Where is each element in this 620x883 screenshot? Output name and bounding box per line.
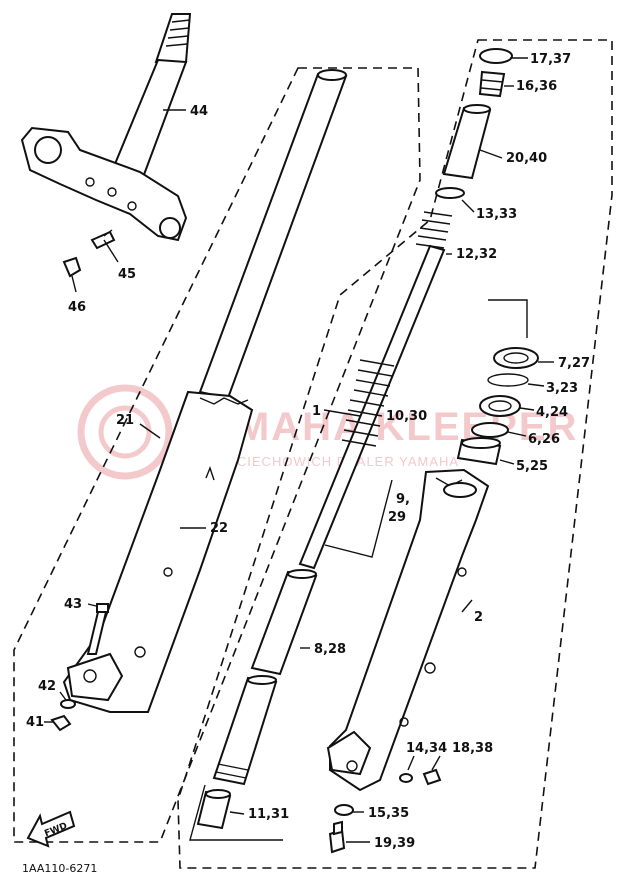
label-19-39: 19,39 [374, 836, 415, 851]
part-12-32-fork-spring [415, 211, 453, 249]
watermark-logo-ring [77, 384, 173, 480]
label-12-32: 12,32 [456, 247, 497, 262]
part-8-28-inner-tube-lower [250, 569, 318, 676]
watermark-subline: WOJCIECHOWICH DEALER YAMAHA [205, 454, 459, 469]
part-1-damper-rod [298, 244, 446, 570]
label-18-38: 18,38 [452, 741, 493, 756]
part-11-31-damper-tube [212, 675, 278, 786]
right-fork-group-boundary [177, 39, 613, 869]
part-4-24-oil-seal [479, 395, 521, 417]
label-8-28: 8,28 [314, 642, 346, 657]
leader-lines [44, 57, 554, 843]
drawing-number: 1AA110-6271 [22, 862, 97, 875]
part-46-cap [62, 256, 82, 278]
part-21-inner-tube [198, 69, 348, 400]
label-20-40: 20,40 [506, 151, 547, 166]
part-2-outer-tube [326, 468, 490, 792]
outer-tube-bracket [488, 299, 528, 338]
label-1: 1 [312, 404, 321, 419]
label-14-34: 14,34 [406, 741, 447, 756]
part-16-36-o-ring [478, 70, 506, 98]
part-10-30-rebound-spring [341, 359, 395, 447]
part-3-23-retaining-clip [487, 373, 529, 387]
part-19-39-bolt [328, 820, 346, 854]
label-17-37: 17,37 [530, 52, 571, 67]
label-43: 43 [64, 597, 82, 612]
label-7-27: 7,27 [558, 356, 590, 371]
part-7-27-dust-seal [493, 347, 539, 369]
label-41: 41 [26, 715, 44, 730]
part-43-bolt [86, 603, 109, 655]
label-5-25: 5,25 [516, 459, 548, 474]
damper-rod-bracket [324, 479, 393, 558]
label-6-26: 6,26 [528, 432, 560, 447]
part-17-37-cap-bolt [479, 48, 513, 64]
label-10-30: 10,30 [386, 409, 427, 424]
part-5-25-slide-metal [456, 437, 502, 466]
label-3-23: 3,23 [546, 381, 578, 396]
part-11-31-bushing [196, 789, 232, 830]
part-labels: 44 45 46 21 22 43 42 41 1 10,30 9, 29 8,… [26, 52, 590, 851]
label-4-24: 4,24 [536, 405, 568, 420]
label-9: 9, [396, 492, 410, 507]
label-29: 29 [388, 510, 406, 525]
part-18-38-drain-screw [422, 768, 442, 786]
part-44-steering-stem [20, 13, 192, 242]
part-41-nut [50, 714, 72, 732]
part-42-washer [60, 699, 76, 709]
left-fork-group-boundary [13, 67, 421, 843]
label-2: 2 [474, 610, 483, 625]
label-44: 44 [190, 104, 208, 119]
part-45-pinch-bolt [90, 229, 116, 250]
label-21: 21 [116, 413, 134, 428]
label-45: 45 [118, 267, 136, 282]
label-46: 46 [68, 300, 86, 315]
label-11-31: 11,31 [248, 807, 289, 822]
label-42: 42 [38, 679, 56, 694]
label-22: 22 [210, 521, 228, 536]
lower-bracket-link [189, 784, 283, 841]
part-14-34-washer [399, 773, 413, 783]
part-15-35-gasket [334, 804, 354, 816]
part-13-33-spring-seat [435, 187, 465, 199]
watermark-logo-inner [98, 405, 152, 459]
part-6-26-washer [471, 422, 509, 438]
part-22-outer-tube [62, 390, 254, 713]
forward-direction-arrow: FWD [26, 810, 76, 848]
part-20-40-spacer [442, 104, 492, 180]
label-13-33: 13,33 [476, 207, 517, 222]
label-16-36: 16,36 [516, 79, 557, 94]
label-15-35: 15,35 [368, 806, 409, 821]
